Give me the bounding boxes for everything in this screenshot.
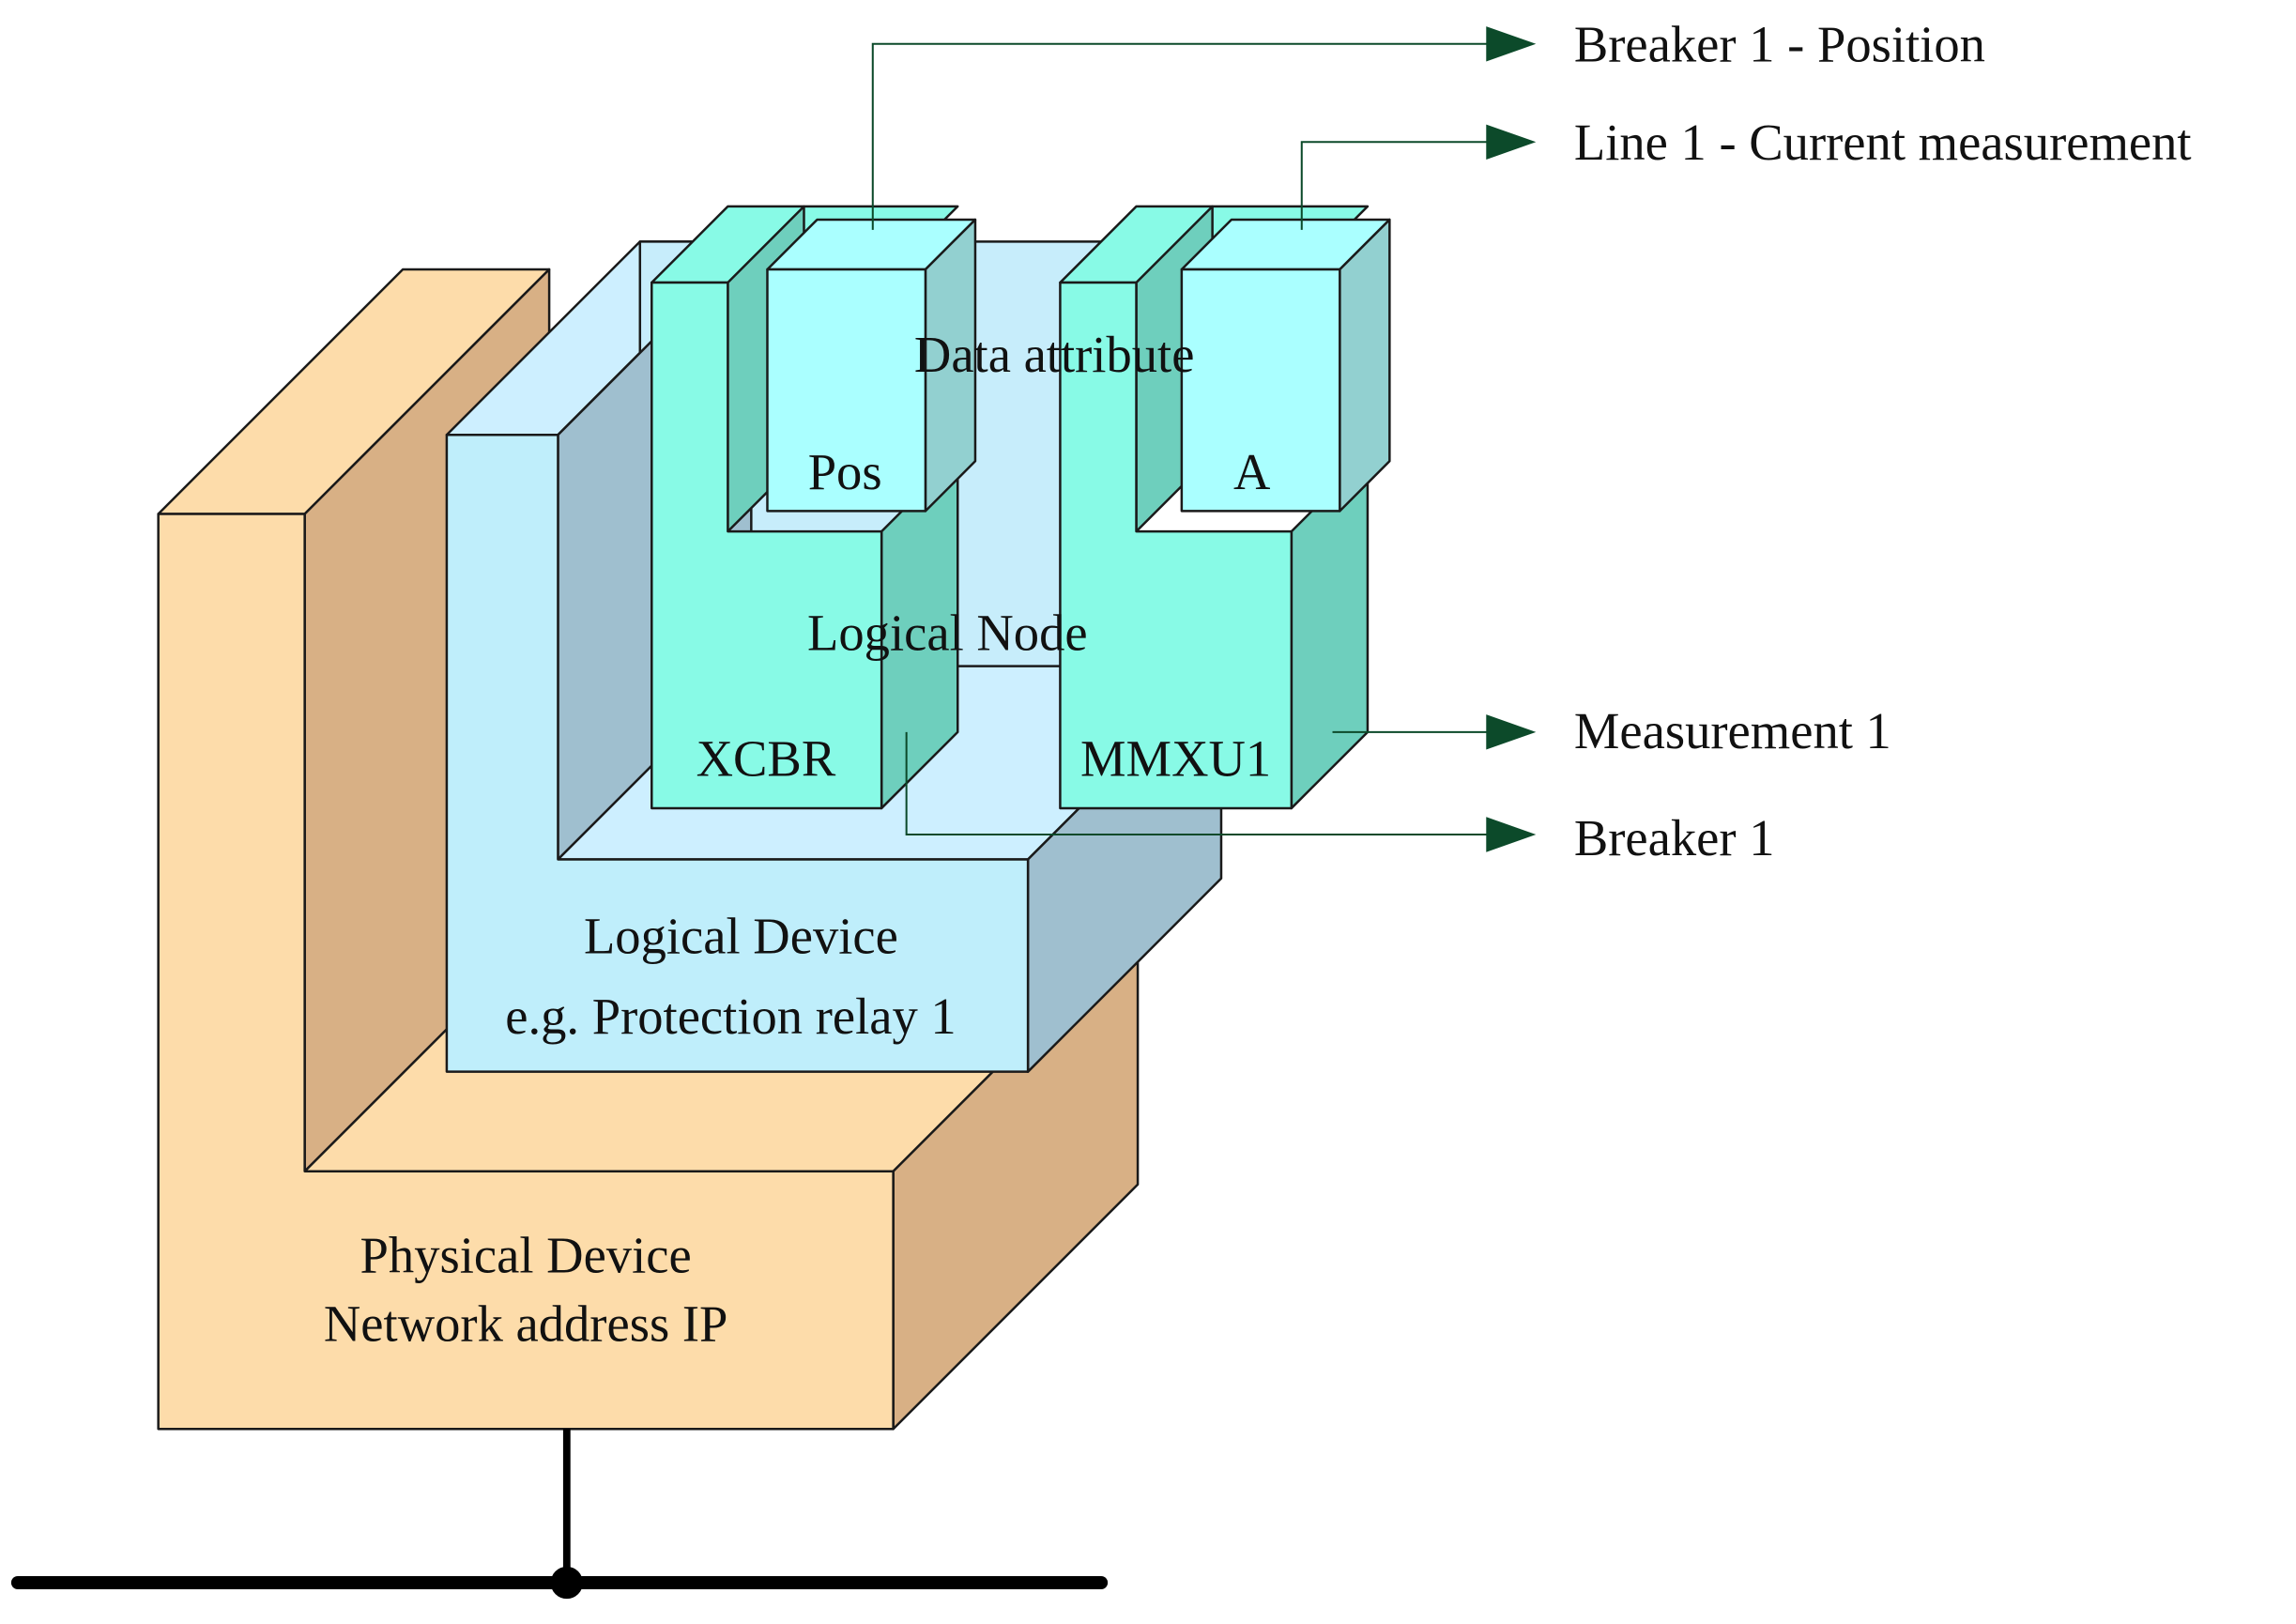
- network-bus: [10, 1429, 1109, 1600]
- physical-device-front: [157, 513, 895, 1431]
- pos-front: [766, 268, 927, 513]
- xcbr-front: [651, 281, 883, 810]
- labels: Physical Device Network address IP Logic…: [324, 16, 2192, 1353]
- callout-breaker: Breaker 1: [1574, 809, 1775, 866]
- callout-line-current: Line 1 - Current measurement: [1574, 114, 2192, 171]
- leader-breaker: [905, 731, 1532, 841]
- data-attribute-label: Data attribute: [914, 326, 1195, 383]
- arrowhead-breaker: [1486, 817, 1537, 852]
- arrowhead-line-current: [1486, 124, 1537, 161]
- callout-arrowheads: [1486, 26, 1537, 852]
- pos-label: Pos: [808, 443, 882, 500]
- network-junction: [550, 1566, 583, 1600]
- logical-device-label: Logical Device: [584, 907, 898, 964]
- callout-breaker-position: Breaker 1 - Position: [1574, 16, 1985, 73]
- physical-device-address-label: Network address IP: [324, 1295, 727, 1353]
- mmxu-front: [1059, 281, 1293, 810]
- xcbr-label: XCBR: [696, 730, 836, 788]
- a-front: [1180, 268, 1341, 513]
- physical-device-label: Physical Device: [360, 1226, 692, 1283]
- mmxu-label: MMXU1: [1080, 730, 1271, 788]
- leader-line-current: [1300, 136, 1532, 230]
- arrowhead-measurement: [1486, 714, 1537, 750]
- logical-node-label: Logical Node: [807, 604, 1088, 661]
- callout-measurement: Measurement 1: [1574, 702, 1891, 759]
- data-attribute-a-block: [1180, 218, 1391, 513]
- arrowhead-breaker-position: [1486, 26, 1537, 62]
- logical-device-front: [445, 433, 1030, 1073]
- a-label: A: [1233, 443, 1271, 500]
- a-side: [1339, 218, 1391, 513]
- data-attribute-pos-block: [766, 218, 977, 513]
- logical-device-example-label: e.g. Protection relay 1: [505, 988, 956, 1045]
- leader-breaker-position: [871, 38, 1532, 230]
